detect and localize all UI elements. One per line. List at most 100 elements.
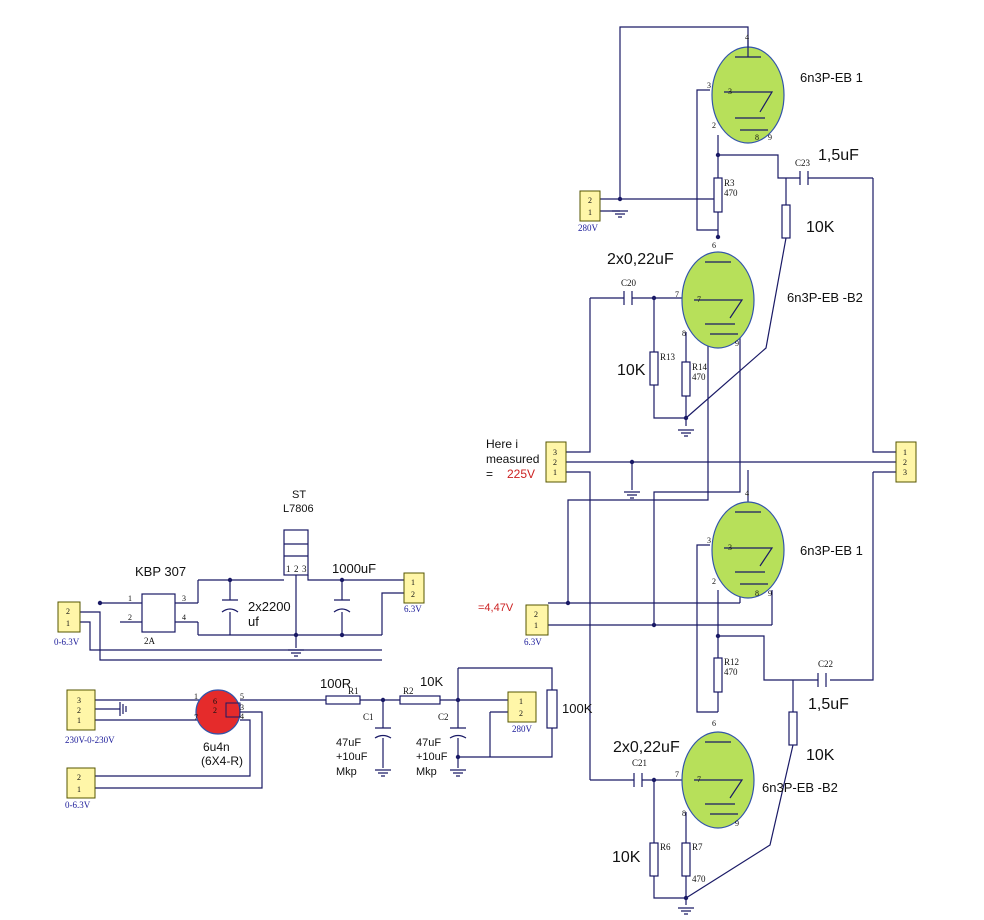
svg-text:280V: 280V <box>512 724 533 734</box>
resistor-bleeder[interactable]: 100K <box>546 689 593 729</box>
svg-text:measured: measured <box>486 452 539 466</box>
svg-text:(6X4-R): (6X4-R) <box>201 754 243 768</box>
svg-text:6: 6 <box>213 697 217 706</box>
connector-output-right[interactable]: 1 2 3 <box>895 441 917 483</box>
capacitor-2x2200[interactable]: 2x2200 uf <box>221 599 291 629</box>
svg-text:C22: C22 <box>818 659 833 669</box>
resistor-r2[interactable]: R2 10K <box>399 674 443 705</box>
svg-text:Mkp: Mkp <box>336 766 357 778</box>
svg-text:2x0,22uF: 2x0,22uF <box>607 251 674 268</box>
resistor-10k-top[interactable]: 10K <box>781 204 835 239</box>
svg-text:C2: C2 <box>438 712 449 722</box>
resistor-r6[interactable]: R6 10K <box>612 842 671 877</box>
svg-text:9: 9 <box>735 339 739 348</box>
tube-2-label: 6n3P-EB -B2 <box>787 290 863 305</box>
svg-text:470: 470 <box>692 874 706 884</box>
svg-text:2: 2 <box>128 613 132 622</box>
capacitor-c1[interactable]: C1 47uF +10uF Mkp <box>336 712 392 778</box>
connector-280v-top[interactable]: 2 1 280V <box>578 190 601 233</box>
tube-3[interactable]: 4 3 3 2 8 9 <box>707 489 785 599</box>
svg-text:+10uF: +10uF <box>336 751 368 763</box>
tube-1[interactable]: 4 3 3 2 8 9 <box>707 33 785 144</box>
svg-text:3: 3 <box>903 468 907 477</box>
connector-hv-out[interactable]: 1 2 280V <box>507 691 537 734</box>
svg-text:KBP 307: KBP 307 <box>135 564 186 579</box>
svg-text:2A: 2A <box>144 636 156 646</box>
resistor-r12[interactable]: R12 470 <box>713 657 739 693</box>
resistor-r13[interactable]: R13 10K <box>617 351 676 386</box>
svg-text:10K: 10K <box>806 747 835 764</box>
svg-text:47uF: 47uF <box>336 737 361 749</box>
resistor-r1[interactable]: R1 100R <box>320 676 361 705</box>
svg-text:2: 2 <box>77 706 81 715</box>
svg-text:7: 7 <box>194 713 198 722</box>
svg-text:1: 1 <box>519 697 523 706</box>
svg-text:7: 7 <box>675 770 679 779</box>
svg-text:2: 2 <box>712 121 716 130</box>
svg-text:=: = <box>486 467 493 481</box>
svg-text:R14: R14 <box>692 362 708 372</box>
svg-text:5: 5 <box>240 692 244 701</box>
svg-text:R12: R12 <box>724 657 739 667</box>
connector-mains[interactable]: 3 2 1 230V-0-230V <box>65 689 115 745</box>
svg-text:9: 9 <box>735 819 739 828</box>
svg-text:8: 8 <box>682 329 686 338</box>
svg-text:9: 9 <box>768 589 772 598</box>
resistor-r14[interactable]: R14 470 <box>681 361 708 397</box>
svg-text:R3: R3 <box>724 178 735 188</box>
svg-text:6u4n: 6u4n <box>203 740 230 754</box>
svg-text:6.3V: 6.3V <box>404 604 422 614</box>
svg-text:0-6.3V: 0-6.3V <box>54 637 80 647</box>
rectifier-tube[interactable]: 1 5 3 4 6 2 7 6u4n (6X4-R) <box>194 689 244 768</box>
svg-text:7: 7 <box>675 290 679 299</box>
svg-text:4: 4 <box>182 613 186 622</box>
connector-bottom-heater[interactable]: 2 1 0-6.3V <box>65 767 96 810</box>
capacitor-c23[interactable]: C23 1,5uF <box>795 147 859 185</box>
svg-text:2: 2 <box>213 706 217 715</box>
tube-2[interactable]: 6 7 7 8 9 <box>675 241 755 349</box>
capacitor-c2[interactable]: C2 47uF +10uF Mkp <box>416 712 467 778</box>
svg-text:7: 7 <box>697 295 701 304</box>
svg-text:7: 7 <box>697 775 701 784</box>
svg-text:8: 8 <box>755 589 759 598</box>
connector-heater-63v[interactable]: 2 1 6.3V <box>524 604 549 647</box>
svg-text:R2: R2 <box>403 686 414 696</box>
svg-text:1: 1 <box>66 619 70 628</box>
svg-text:3: 3 <box>707 536 711 545</box>
connector-regulator-out[interactable]: 1 2 6.3V <box>403 572 425 614</box>
svg-text:2: 2 <box>712 577 716 586</box>
svg-text:1: 1 <box>903 448 907 457</box>
svg-text:Mkp: Mkp <box>416 766 437 778</box>
capacitor-c20[interactable]: C20 2x0,22uF <box>607 251 674 305</box>
svg-text:1: 1 <box>194 692 198 701</box>
ground-icon <box>119 210 694 915</box>
connector-left-heater[interactable]: 2 1 0-6.3V <box>54 601 81 647</box>
capacitor-c22[interactable]: C22 1,5uF <box>808 659 849 713</box>
svg-text:47uF: 47uF <box>416 737 441 749</box>
svg-text:470: 470 <box>692 372 706 382</box>
capacitor-1000uf[interactable]: 1000uF <box>332 561 376 613</box>
svg-text:1: 1 <box>411 578 415 587</box>
tube-4[interactable]: 6 7 7 8 9 <box>675 719 755 829</box>
svg-text:6: 6 <box>712 241 716 250</box>
svg-text:225V: 225V <box>507 467 535 481</box>
resistor-r3[interactable]: R3 470 <box>713 177 738 213</box>
bridge-rectifier[interactable]: KBP 307 2A 1 2 3 4 <box>128 564 186 646</box>
tube-3-label: 6n3P-EB 1 <box>800 543 863 558</box>
svg-text:10K: 10K <box>612 849 641 866</box>
svg-text:100K: 100K <box>562 701 593 716</box>
svg-text:R6: R6 <box>660 842 671 852</box>
wires <box>80 26 896 905</box>
capacitor-c21[interactable]: C21 2x0,22uF <box>613 739 680 787</box>
svg-text:3: 3 <box>77 696 81 705</box>
connector-input-mid[interactable]: 3 2 1 <box>545 441 567 483</box>
svg-text:2x2200: 2x2200 <box>248 599 291 614</box>
svg-text:R13: R13 <box>660 352 676 362</box>
resistor-10k-bottom[interactable]: 10K <box>788 711 835 764</box>
resistor-r7[interactable]: R7 470 <box>681 842 706 884</box>
voltage-regulator[interactable]: 1 2 3 ST L7806 <box>283 489 314 576</box>
svg-text:Here i: Here i <box>486 437 518 451</box>
svg-text:8: 8 <box>682 809 686 818</box>
svg-text:1: 1 <box>77 716 81 725</box>
